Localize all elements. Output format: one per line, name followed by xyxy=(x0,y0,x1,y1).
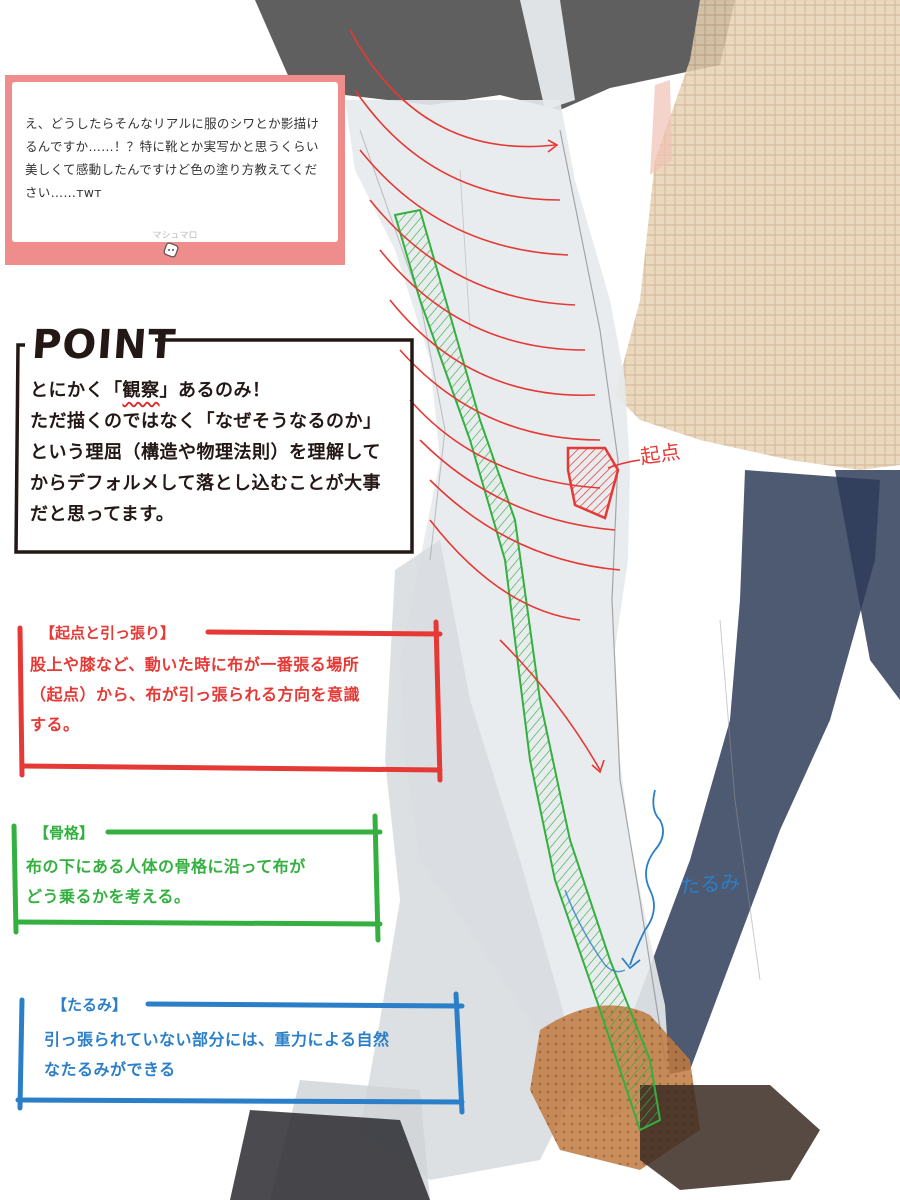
note-kiten-title: 【起点と引っ張り】 xyxy=(40,624,176,642)
marshmallow-question-card: え、どうしたらそんなリアルに服のシワとか影描けるんですか……！？特に靴とか実写か… xyxy=(5,75,345,265)
point-heading: POINT xyxy=(30,322,178,368)
note-kiten-body: 股上や膝など、動いた時に布が一番張る場所 （起点）から、布が引っ張られる方向を意… xyxy=(30,655,361,734)
marshmallow-brand-label: マシュマロ xyxy=(152,231,198,241)
point-body: とにかく「観察」あるのみ！ ただ描くのではなく「なぜそうなるのか」 という理屈（… xyxy=(30,375,410,530)
kiten-annotation-label: 起点 xyxy=(638,439,682,469)
note-tarumi-title: 【たるみ】 xyxy=(52,996,128,1014)
note-kokkaku-title: 【骨格】 xyxy=(34,824,95,842)
point-line1-prefix: とにかく「 xyxy=(30,380,123,401)
note-kokkaku-body: 布の下にある人体の骨格に沿って布が どう乗るかを考える。 xyxy=(26,857,306,906)
tarumi-annotation-label: たるみ xyxy=(679,869,742,899)
marshmallow-question-text: え、どうしたらそんなリアルに服のシワとか影描けるんですか……！？特に靴とか実写か… xyxy=(25,116,320,200)
marshmallow-card-body: え、どうしたらそんなリアルに服のシワとか影描けるんですか……！？特に靴とか実写か… xyxy=(12,82,338,242)
point-body-text: ただ描くのではなく「なぜそうなるのか」 という理屈（構造や物理法則）を理解して … xyxy=(30,411,382,525)
point-line1-suffix: 」あるのみ！ xyxy=(159,380,271,401)
marshmallow-logo-icon xyxy=(163,242,179,258)
note-tarumi-body: 引っ張られていない部分には、重力による自然 なたるみができる xyxy=(44,1030,390,1079)
point-emphasis: 観察 xyxy=(122,380,160,401)
